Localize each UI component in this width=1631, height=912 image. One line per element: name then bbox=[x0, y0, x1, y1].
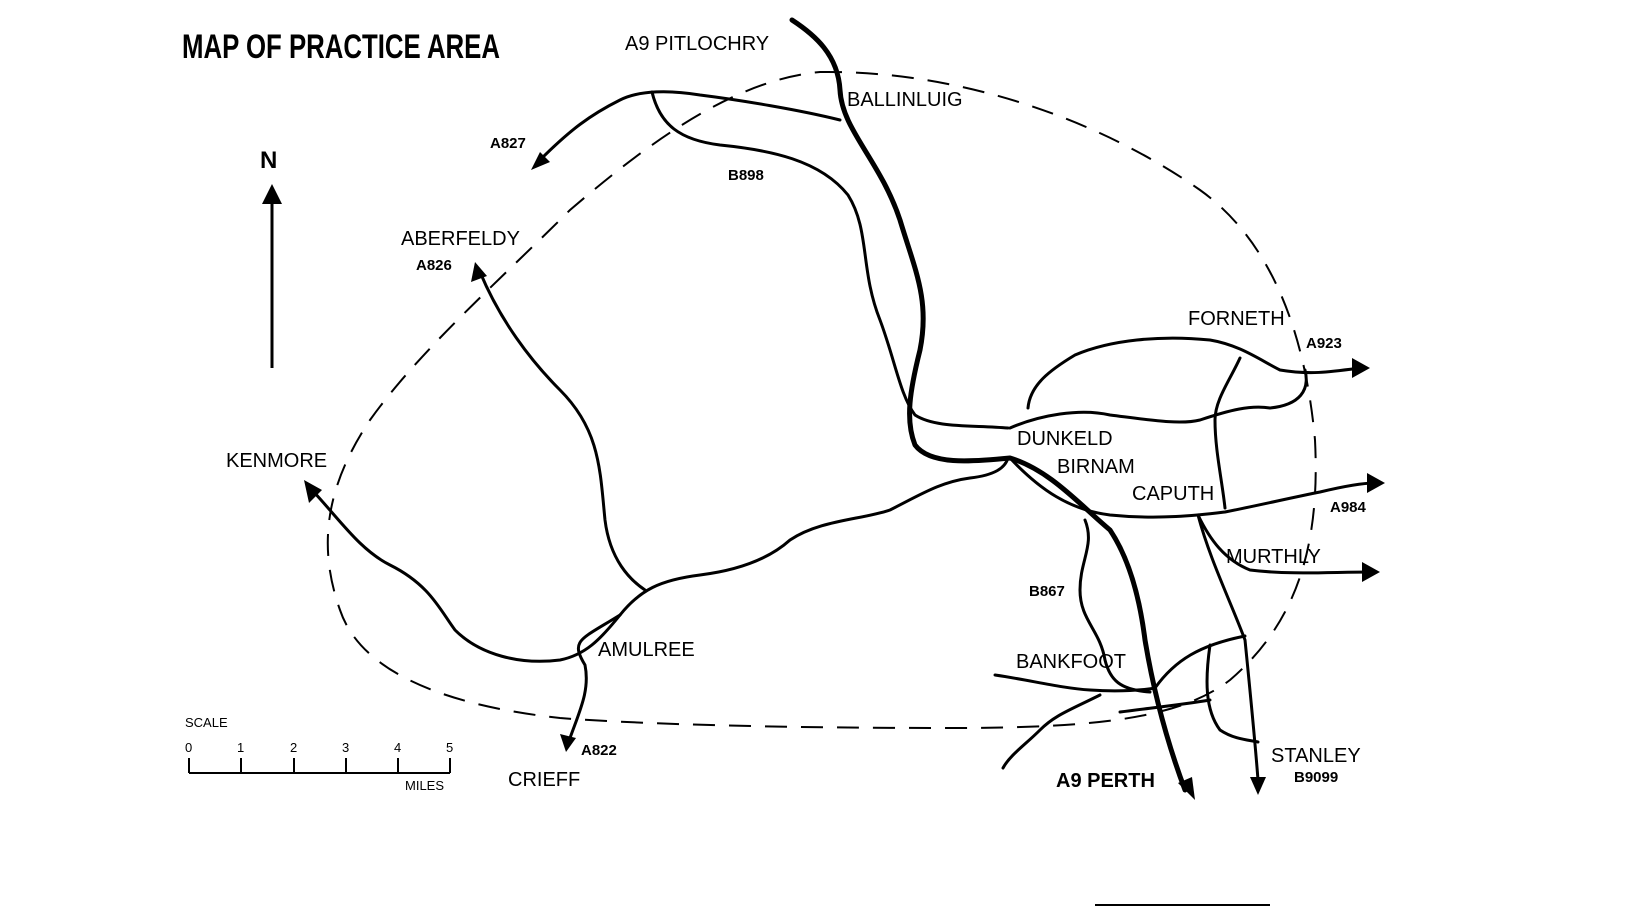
road-bankfoot bbox=[993, 673, 1157, 693]
label-bankfoot: BANKFOOT bbox=[1016, 651, 1126, 673]
road-a822-east bbox=[618, 456, 1010, 617]
a984-arrow-icon bbox=[1367, 473, 1385, 493]
label-b9099: B9099 bbox=[1294, 769, 1338, 786]
road-a826 bbox=[478, 270, 647, 592]
scale-tick: 4 bbox=[394, 740, 401, 755]
label-amulree: AMULREE bbox=[598, 639, 695, 661]
scale-label: SCALE bbox=[185, 715, 228, 730]
label-a822: A822 bbox=[581, 742, 617, 759]
road-forneth-link bbox=[1213, 356, 1242, 510]
label-b898: B898 bbox=[728, 167, 764, 184]
scale-tick: 0 bbox=[185, 740, 192, 755]
scale-bar: SCALE 0 1 2 3 4 5 MILES bbox=[185, 715, 453, 793]
road-a822-south bbox=[568, 613, 622, 740]
label-crieff: CRIEFF bbox=[508, 769, 580, 791]
label-murthly: MURTHLY bbox=[1226, 546, 1321, 568]
scale-unit: MILES bbox=[405, 778, 444, 793]
road-kenmore bbox=[310, 488, 622, 663]
a826-arrow-icon bbox=[471, 262, 487, 282]
murthly-arrow-icon bbox=[1362, 562, 1380, 582]
road-stanley-link bbox=[1118, 634, 1260, 744]
label-a923: A923 bbox=[1306, 335, 1342, 352]
label-dunkeld: DUNKELD bbox=[1017, 428, 1113, 450]
label-a827: A827 bbox=[490, 135, 526, 152]
road-b867 bbox=[1078, 518, 1152, 694]
a9-south-arrow-icon bbox=[1178, 777, 1195, 800]
label-birnam: BIRNAM bbox=[1057, 456, 1135, 478]
map-title: MAP OF PRACTICE AREA bbox=[182, 28, 500, 66]
label-caputh: CAPUTH bbox=[1132, 483, 1214, 505]
label-a984: A984 bbox=[1330, 499, 1367, 516]
road-b898 bbox=[650, 90, 1010, 430]
label-a9-pitlochry: A9 PITLOCHRY bbox=[625, 33, 769, 55]
label-forneth: FORNETH bbox=[1188, 308, 1285, 330]
label-ballinluig: BALLINLUIG bbox=[847, 89, 963, 111]
label-b867: B867 bbox=[1029, 583, 1065, 600]
road-murthly bbox=[1196, 513, 1372, 575]
label-stanley: STANLEY bbox=[1271, 745, 1361, 767]
label-aberfeldy: ABERFELDY bbox=[401, 228, 520, 250]
road-a984 bbox=[1008, 456, 1377, 519]
label-kenmore: KENMORE bbox=[226, 450, 327, 472]
scale-tick: 2 bbox=[290, 740, 297, 755]
north-arrow-icon bbox=[262, 184, 282, 368]
road-a827 bbox=[538, 90, 842, 162]
a923-arrow-icon bbox=[1352, 358, 1370, 378]
label-a826: A826 bbox=[416, 257, 452, 274]
north-label: N bbox=[260, 147, 277, 174]
b9099-arrow-icon bbox=[1250, 777, 1266, 795]
road-bankfoot-southwest bbox=[1001, 693, 1102, 770]
a827-arrow-icon bbox=[531, 152, 550, 170]
practice-area-boundary bbox=[326, 70, 1317, 730]
label-a9-perth: A9 PERTH bbox=[1056, 770, 1155, 792]
road-a923 bbox=[1026, 336, 1362, 410]
road-a9 bbox=[789, 17, 1188, 793]
a822-arrow-icon bbox=[560, 734, 576, 752]
kenmore-arrow-icon bbox=[304, 480, 322, 503]
scale-tick: 5 bbox=[446, 740, 453, 755]
scale-tick: 1 bbox=[237, 740, 244, 755]
road-forneth-lower bbox=[1008, 368, 1308, 430]
scale-tick: 3 bbox=[342, 740, 349, 755]
